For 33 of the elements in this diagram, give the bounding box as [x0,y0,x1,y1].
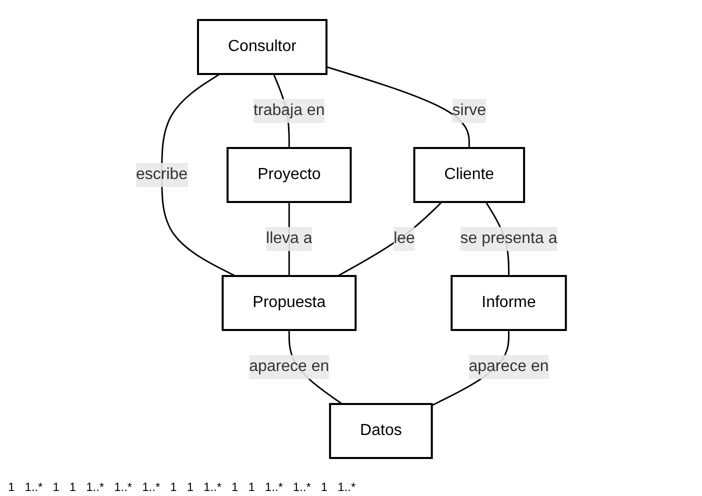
connector [326,66,470,148]
edge-label: se presenta a [460,230,558,247]
edge-label: trabaja en [254,102,325,120]
node-box: Consultor [197,19,328,75]
multiplicity-label: 1 [186,480,194,494]
node-box: Datos [329,403,433,459]
edge-label: lee [394,230,416,247]
multiplicity-label: 1 [232,480,238,494]
multiplicity-label: 1 [69,480,76,494]
multiplicity-label: 1..* [292,480,311,494]
multiplicity-label: 1 [320,480,328,494]
node-box: Proyecto [226,147,352,203]
edge-label: escribe [136,166,188,183]
multiplicity-label: 1..* [86,480,104,494]
multiplicity-label: 1..* [24,480,43,494]
multiplicity-label: 1..* [338,480,356,494]
connector [161,73,236,277]
edge-label: aparece en [249,358,330,375]
connector [337,201,442,277]
node-box: Informe [450,275,567,331]
multiplicity-label: 1..* [264,480,283,494]
multiplicity-label: 1..* [114,480,132,494]
edge-label: lleva a [266,230,312,247]
node-box: Propuesta [222,275,357,331]
multiplicity-label: 1 [248,480,255,494]
multiplicity-label: 1 [170,480,177,494]
edge-label: sirve [452,102,486,120]
edge-label: aparece en [468,358,549,375]
node-box: Cliente [413,147,526,203]
multiplicity-label: 1..* [204,480,222,494]
multiplicity-label: 1 [8,480,15,494]
multiplicity-label: 1 [52,480,60,494]
multiplicity-label: 1..* [142,480,160,494]
